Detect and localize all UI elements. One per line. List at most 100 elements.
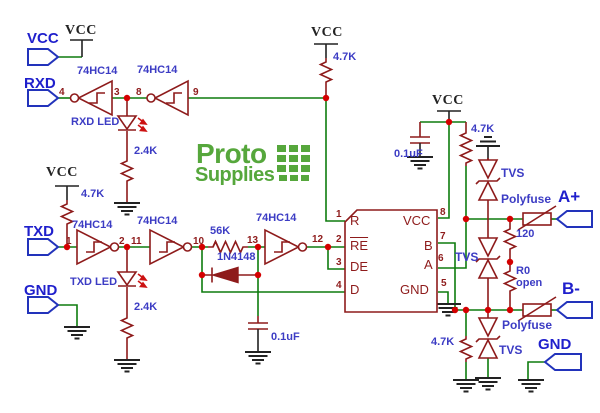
tvs-a-b (475, 237, 501, 310)
inverter-rxd-1 (69, 79, 113, 117)
vcc-power-label-3: VCC (46, 165, 78, 180)
gate-label-rxd-2: 74HC14 (137, 64, 178, 76)
inverter-txd-3 (264, 228, 308, 266)
txd-led (117, 247, 147, 288)
vcc-connector-label: VCC (27, 30, 59, 47)
polyfuse-b (517, 296, 557, 322)
gate-pin-9: 9 (193, 87, 199, 98)
txd-connector (27, 238, 60, 256)
junction-dots (63, 94, 514, 314)
ic-pin-num-7: 7 (440, 231, 446, 242)
gnd-right-connector-label: GND (538, 336, 572, 353)
ic-pin-num-8: 8 (440, 207, 446, 218)
gate-pin-13: 13 (247, 235, 259, 246)
ic-pin-num-2: 2 (336, 234, 342, 245)
polyfuse-a (517, 205, 557, 231)
resistor-term-r0 (502, 262, 518, 310)
gate-label-rxd-1: 74HC14 (77, 65, 118, 77)
inverter-txd-1 (76, 228, 120, 266)
vcc-power-label-4: VCC (432, 93, 464, 108)
tvs-a-gnd (475, 158, 501, 238)
resistor-b-bias (458, 336, 474, 362)
tvs-b-gnd (475, 310, 501, 359)
rxd-led-label: RXD LED (71, 116, 120, 128)
resistor-txd-pullup (59, 200, 75, 244)
b-bias-value: 4.7K (431, 336, 455, 348)
gate-pin-3: 3 (114, 87, 120, 98)
resistor-a-pullup (458, 122, 474, 166)
ic-pin-name-gnd: GND (400, 282, 429, 297)
a-plus-connector-label: A+ (558, 187, 581, 206)
b-minus-connector-label: B- (562, 279, 580, 298)
net-wires (58, 56, 557, 379)
txd-led-resistor-value: 2.4K (134, 301, 158, 313)
txd-pullup-value: 4.7K (81, 188, 105, 200)
logo-line-2: Supplies (195, 164, 275, 186)
ic-pin-num-1: 1 (336, 209, 342, 220)
resistor-term-120 (502, 219, 518, 262)
gate-pin-1: 1 (66, 236, 72, 247)
term-r0-value: R0 (516, 265, 531, 277)
resistor-txd-led (119, 287, 135, 359)
diode-1n4148 (202, 266, 258, 284)
txd-connector-label: TXD (24, 223, 54, 240)
rxd-connector-label: RXD (24, 75, 56, 92)
gate-pin-4: 4 (59, 87, 65, 98)
resistor-slew-56k (208, 239, 248, 255)
gate-pin-10: 10 (193, 236, 205, 247)
gate-pin-11: 11 (131, 236, 142, 247)
resistor-rxd-led (119, 131, 135, 202)
capacitor-vcc (410, 122, 430, 157)
gate-pin-12: 12 (312, 234, 324, 245)
gate-pin-8: 8 (136, 87, 142, 98)
slew-cap-value: 0.1uF (271, 331, 300, 343)
logo-grid-icon (277, 145, 310, 181)
slew-resistor-value: 56K (210, 225, 231, 237)
ic-pin-name-a: A (424, 257, 433, 272)
term-open-value: open (516, 277, 543, 289)
connector-shapes (27, 48, 593, 371)
ic-pin-name-r: R (350, 213, 360, 228)
ic-pin-name-vcc: VCC (403, 213, 431, 228)
vcc-connector (27, 48, 60, 66)
rxd-connector (27, 89, 60, 107)
gate-label-txd-3: 74HC14 (256, 212, 297, 224)
gnd-right-connector (543, 353, 582, 371)
vcc-power-label-2: VCC (311, 25, 343, 40)
vcc-power-symbols (55, 39, 461, 200)
polyfuse-a-label: Polyfuse (501, 192, 552, 206)
rxd-led-resistor-value: 2.4K (134, 145, 158, 157)
vcc-cap-value: 0.1uF (394, 148, 423, 160)
slew-diode-value: 1N4148 (217, 251, 256, 263)
tvs-bottom-label: TVS (499, 343, 523, 357)
ic-pin-num-5: 5 (441, 278, 447, 289)
ic-pin-name-b: B (424, 238, 433, 253)
ic-pin-num-4: 4 (336, 280, 342, 291)
txd-led-label: TXD LED (70, 276, 118, 288)
a-pullup-value: 4.7K (471, 123, 495, 135)
inverter-txd-2 (149, 228, 193, 266)
gnd-left-connector-label: GND (24, 282, 58, 299)
ground-symbols (63, 136, 545, 393)
resistor-rxd-pullup-top (318, 58, 334, 95)
gnd-left-connector (27, 296, 60, 314)
ic-rs485-transceiver (344, 209, 438, 313)
ic-pin-name-d: D (350, 282, 360, 297)
rxd-pullup-value: 4.7K (333, 51, 357, 63)
gate-label-txd-2: 74HC14 (137, 215, 178, 227)
b-minus-connector (555, 301, 593, 319)
ic-pin-num-6: 6 (438, 253, 444, 264)
gate-label-txd-1: 74HC14 (72, 219, 113, 231)
term-120-value: 120 (516, 228, 535, 240)
a-plus-connector (555, 210, 593, 228)
inverter-rxd-2 (146, 79, 189, 117)
logo-line-1: Proto (196, 138, 267, 169)
gate-pin-2: 2 (119, 236, 125, 247)
rxd-led (117, 98, 147, 132)
ic-pin-name-de: DE (350, 259, 369, 274)
ic-pin-num-3: 3 (336, 257, 342, 268)
tvs-top-label: TVS (501, 166, 525, 180)
polyfuse-b-label: Polyfuse (502, 318, 553, 332)
